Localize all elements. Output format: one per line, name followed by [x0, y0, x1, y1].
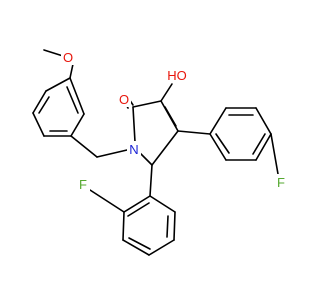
hydroxyl-bg: [165, 67, 189, 83]
atom-label-layer: O O HO N F F: [61, 49, 288, 192]
fp-link-bond: [177, 130, 211, 135]
mp-ring-bond-2: [32, 90, 47, 114]
methoxy-aryl-bond: [69, 63, 74, 79]
ofp-ring-bond-1: [149, 195, 176, 213]
ofp-ring-bond-6: [123, 195, 151, 213]
methoxy-ch3-bond: [43, 49, 64, 57]
ofp-ring-bond-3: [148, 239, 175, 256]
fp-ring-double-2: [252, 133, 266, 155]
ring-c5-n-bond: [139, 152, 153, 166]
ofp-ring-double-2: [128, 237, 151, 250]
methoxy-o-bg: [61, 49, 75, 65]
ofp-ring-bond-5: [122, 211, 125, 241]
ring-c3-c4-double: [164, 106, 177, 127]
ofp-ring-double-3: [127, 202, 150, 217]
mp-ring-bond-6: [69, 77, 85, 115]
fluoro-ortho-bg: [77, 176, 90, 192]
fluoro-para-bg: [275, 174, 288, 190]
carbonyl-o-bg: [117, 91, 131, 107]
fp-ring-bond-6: [209, 133, 227, 161]
para-fluorine-label: F: [277, 175, 285, 190]
fp-ring-bond-4: [255, 133, 272, 161]
ring-c4-c5-bond: [151, 130, 179, 166]
ofp-ring-double-1: [166, 215, 169, 238]
methoxy-oxygen-label: O: [63, 50, 73, 65]
fp-ring-bond-1: [209, 107, 227, 135]
mp-ring-bond-1: [45, 77, 71, 92]
ofp-link-bond: [149, 164, 153, 197]
mp-ring-double-1: [38, 96, 50, 114]
benzyl-ch2-bond-1: [70, 135, 98, 158]
ring-c2-c3-bond: [132, 100, 162, 108]
mp-ring-double-3: [66, 86, 79, 114]
molecule-diagram: O O HO N F F: [32, 49, 288, 256]
hydroxyl-label: HO: [167, 68, 187, 83]
fp-ring-bond-3: [255, 107, 272, 135]
ofp-ring-bond-2: [173, 211, 176, 241]
mp-ring-bond-5: [70, 113, 85, 137]
fp-fluoro-bond: [270, 133, 279, 175]
carbonyl-oxygen-label: O: [119, 92, 129, 107]
ofp-fluoro-bond: [89, 189, 125, 213]
structure-canvas: O O HO N F F: [32, 49, 288, 256]
ofp-ring-bond-4: [122, 239, 150, 256]
hydroxyl-bond: [160, 83, 173, 102]
fp-ring-double-3: [215, 133, 230, 154]
ortho-fluorine-label: F: [79, 177, 87, 192]
bond-layer: [32, 49, 279, 256]
ring-n-c2-bond: [132, 106, 136, 143]
mp-ring-bond-3: [32, 112, 45, 137]
benzyl-ch2-bond-2: [96, 149, 128, 158]
ring-nitrogen-label: N: [129, 142, 138, 157]
ring-n-bg: [127, 141, 141, 157]
